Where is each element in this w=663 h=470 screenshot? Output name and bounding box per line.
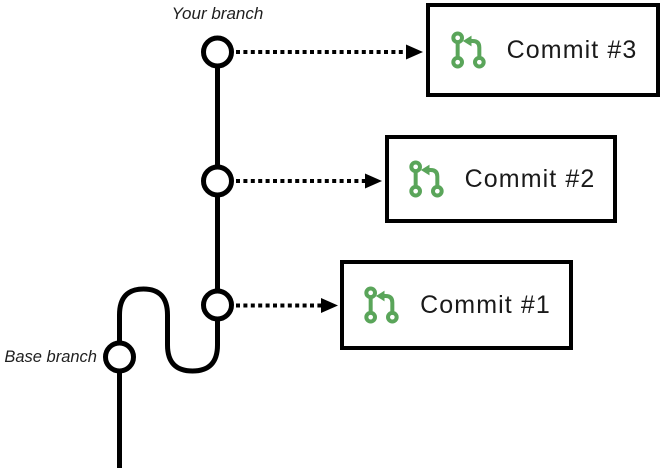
base-branch-label: Base branch [4,348,97,366]
branch-lines [117,50,406,468]
commit-card-3: Commit #3 [426,3,660,97]
commit-nodes [103,35,234,374]
commit-node-2 [201,164,234,198]
commit-label: Commit #1 [420,290,551,319]
commit-node-3 [201,35,234,69]
commit-label: Commit #3 [506,35,638,64]
git-pull-request-icon [450,31,486,69]
base-branch-node [103,340,136,374]
git-pull-request-icon [408,160,444,198]
branch-path [117,52,220,468]
arrowheads [321,44,423,313]
commit-card-2: Commit #2 [385,135,617,223]
arrowhead-commit-3 [406,44,423,60]
your-branch-label: Your branch [171,4,264,23]
git-pull-request-icon [364,286,399,324]
arrowhead-commit-1 [321,298,338,313]
commit-card-1: Commit #1 [340,260,573,350]
commit-node-1 [201,288,234,322]
arrowhead-commit-2 [365,173,382,189]
commit-label: Commit #2 [464,164,596,193]
